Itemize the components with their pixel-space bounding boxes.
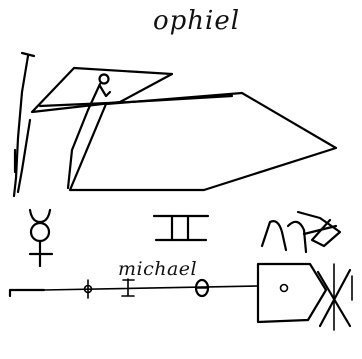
gemini-symbol-icon xyxy=(154,216,208,240)
lower-sigil-cross xyxy=(122,279,134,296)
lower-sigil xyxy=(10,264,352,330)
lower-sigil-box xyxy=(258,264,326,322)
lower-sigil-hook xyxy=(10,290,44,296)
virgo-second-stroke xyxy=(288,222,306,252)
sigil-small-circle xyxy=(100,75,109,84)
sigil-hook xyxy=(100,86,110,96)
sigil-diagonal-stroke xyxy=(68,84,100,188)
lower-sigil-baseline xyxy=(44,286,258,290)
sigil-lower-parallelogram xyxy=(70,93,336,190)
sigil-diagonal-lower xyxy=(18,120,30,192)
sigil-top-tick xyxy=(22,53,34,56)
mercury-circle xyxy=(31,223,49,241)
upper-sigil xyxy=(14,53,336,196)
mercury-symbol-icon xyxy=(30,210,52,266)
sigil-cross-stroke xyxy=(40,96,232,106)
mercury-horns xyxy=(30,210,50,222)
lower-sigil-box-circle xyxy=(281,285,288,292)
virgo-first-stroke xyxy=(262,221,286,250)
virgo-tail xyxy=(304,226,336,234)
virgo-symbol-icon xyxy=(262,212,340,252)
